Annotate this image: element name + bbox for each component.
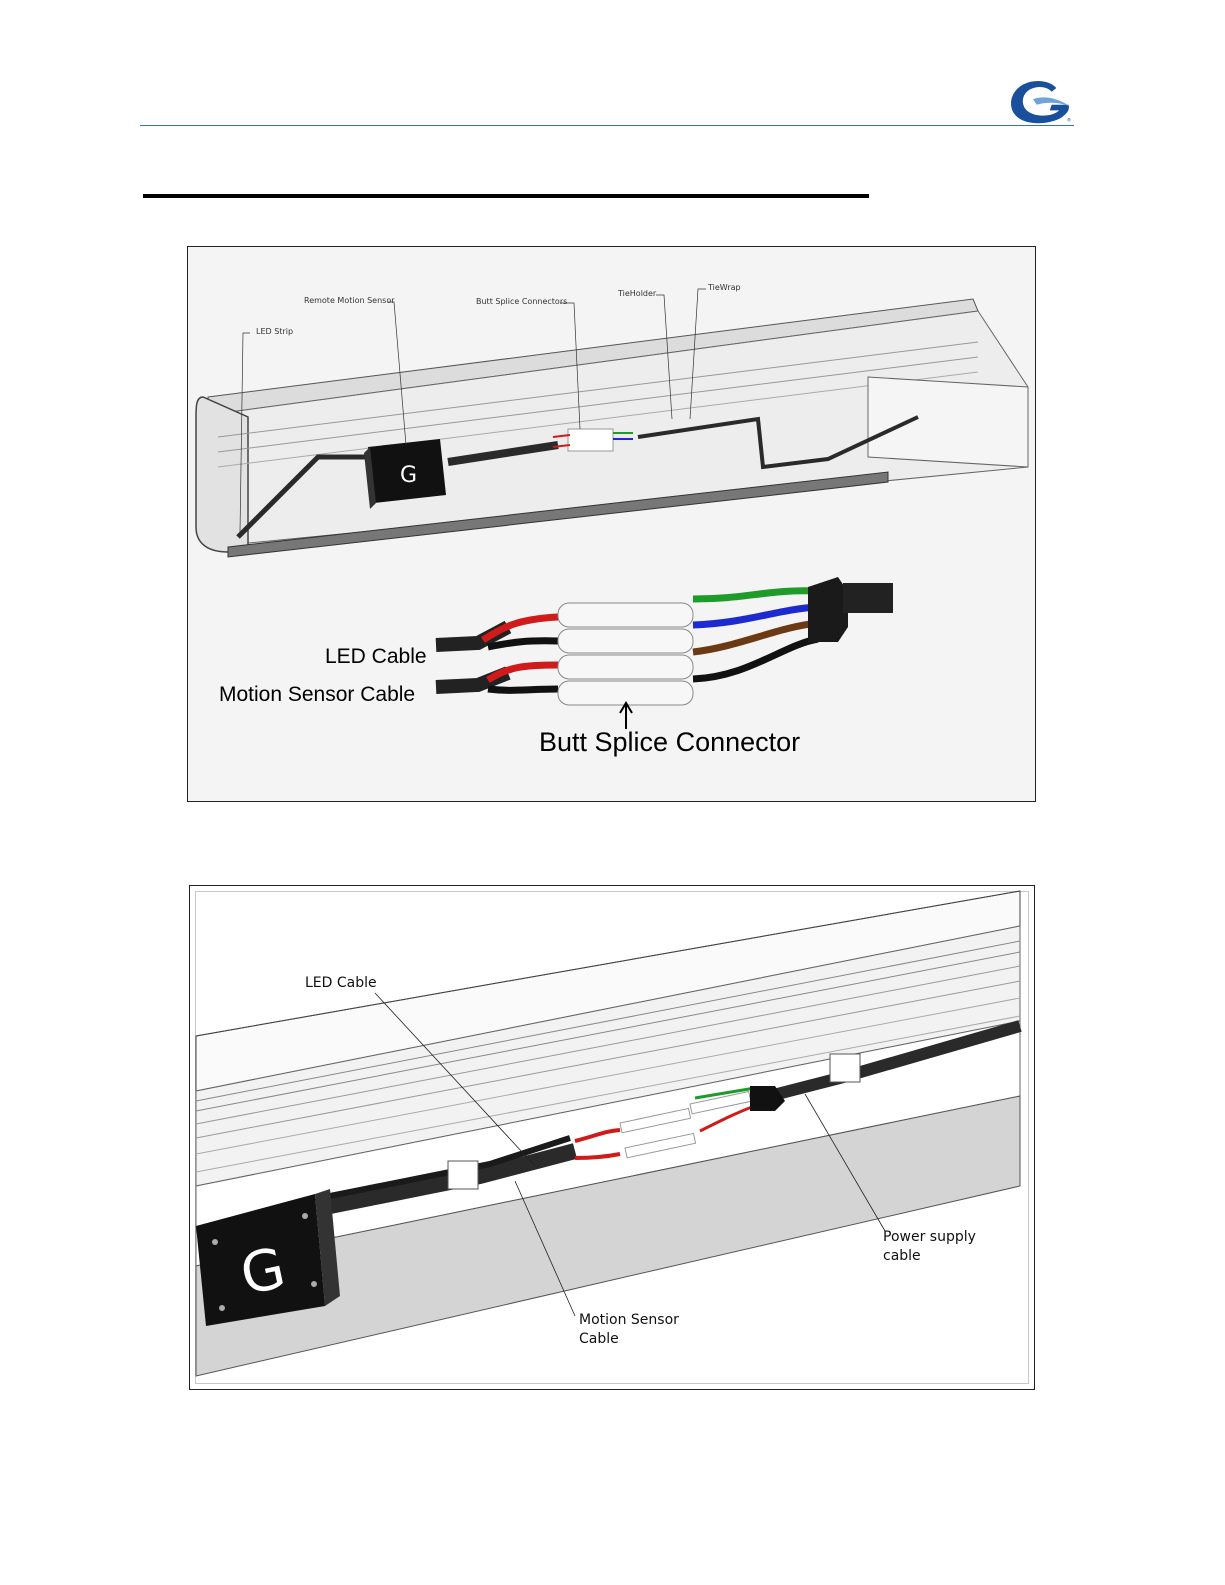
header-rule xyxy=(140,125,1074,126)
label-led-cable: LED Cable xyxy=(305,974,377,993)
label-led-cable: LED Cable xyxy=(325,645,427,669)
label-motion-sensor-cable: Motion Sensor Cable xyxy=(219,683,415,707)
label-motion-sensor-cable: Motion Sensor Cable xyxy=(579,1311,679,1349)
fixture-illustration: G xyxy=(188,247,1036,802)
figure-1-wiring-diagram: G LED xyxy=(187,246,1036,802)
callout-led-strip: LED Strip xyxy=(256,327,293,336)
section-title-rule xyxy=(143,194,869,198)
callout-remote-motion-sensor: Remote Motion Sensor xyxy=(304,296,395,305)
sensor-mark: G xyxy=(400,463,417,488)
butt-splice-connectors xyxy=(558,603,693,705)
label-power-supply-cable: Power supply cable xyxy=(883,1228,976,1266)
label-butt-splice-connector: Butt Splice Connector xyxy=(539,727,800,758)
company-logo-icon: ® xyxy=(1005,78,1075,126)
svg-text:®: ® xyxy=(1067,117,1072,124)
figure-2-cable-routing: G LED Cable Motion Sensor Cable Power su… xyxy=(189,885,1035,1390)
callout-tieholder: TieHolder xyxy=(618,289,656,298)
callout-butt-splice-connectors: Butt Splice Connectors xyxy=(476,297,567,306)
callout-tiewrap: TieWrap xyxy=(708,283,741,292)
